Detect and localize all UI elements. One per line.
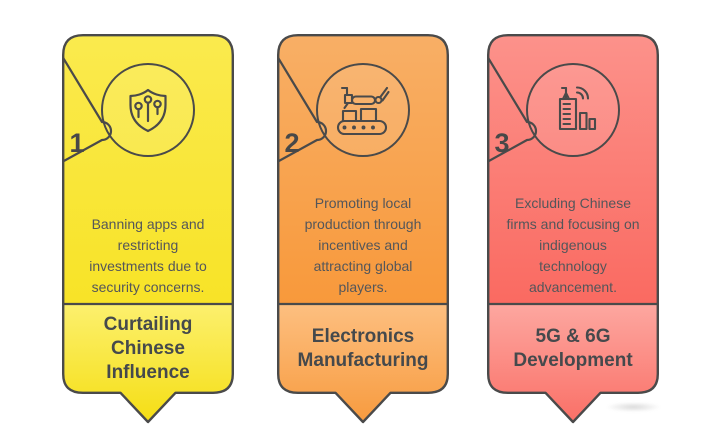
card-title-zone: Electronics Manufacturing bbox=[287, 306, 439, 392]
card-shape bbox=[62, 34, 234, 424]
card-description: Banning apps and restricting investments… bbox=[89, 216, 207, 295]
card-description-zone: Banning apps and restricting investments… bbox=[76, 164, 220, 298]
icon-circle bbox=[526, 63, 620, 157]
card-title-zone: 5G & 6G Development bbox=[497, 306, 649, 392]
building-5g-icon bbox=[558, 86, 597, 131]
card-description: Excluding Chinese firms and focusing on … bbox=[506, 195, 640, 295]
number-notch bbox=[62, 54, 113, 164]
card-border bbox=[62, 34, 234, 424]
card-3: 3 Excluding Chinese firms and focusing o… bbox=[487, 34, 659, 426]
step-number: 2 bbox=[284, 128, 300, 158]
card-1: 1 Banning apps and restricting investmen… bbox=[62, 34, 234, 426]
card-title: 5G & 6G Development bbox=[513, 326, 633, 371]
step-number: 1 bbox=[69, 128, 85, 158]
card-title: Electronics Manufacturing bbox=[297, 326, 429, 371]
card-shape bbox=[487, 34, 659, 424]
shadow-artifact bbox=[606, 402, 661, 412]
card-title-zone: Curtailing Chinese Influence bbox=[72, 306, 224, 392]
card-2: 2 Promoting local production through inc… bbox=[277, 34, 449, 426]
card-border bbox=[277, 34, 449, 424]
robot-conveyor-icon bbox=[336, 86, 390, 136]
card-title: Curtailing Chinese Influence bbox=[103, 314, 193, 383]
number-notch bbox=[277, 54, 328, 164]
card-border bbox=[487, 34, 659, 424]
shield-circuit-icon bbox=[129, 88, 167, 133]
card-description: Promoting local production through incen… bbox=[304, 195, 422, 295]
card-description-zone: Excluding Chinese firms and focusing on … bbox=[501, 164, 645, 298]
card-description-zone: Promoting local production through incen… bbox=[291, 164, 435, 298]
step-number: 3 bbox=[494, 128, 510, 158]
number-notch bbox=[487, 54, 538, 164]
